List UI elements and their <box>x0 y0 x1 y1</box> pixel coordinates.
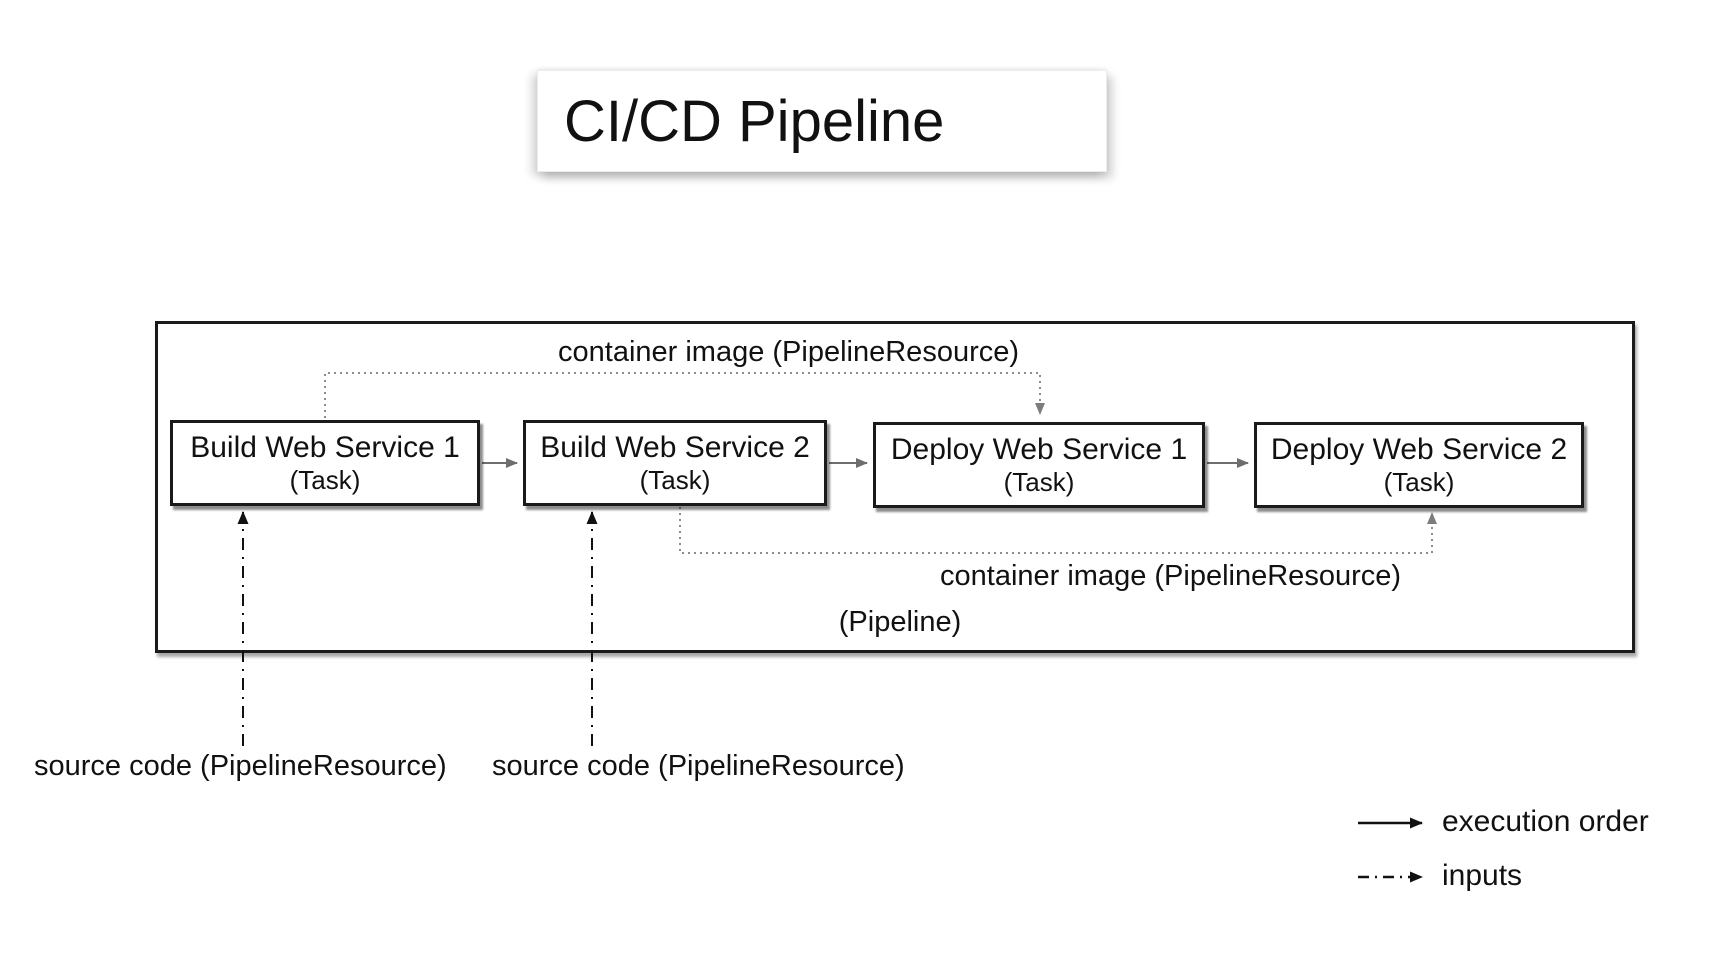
container-image-arrow-bottom <box>679 507 1437 554</box>
pipeline-label: (Pipeline) <box>838 606 962 638</box>
source-code-label-2: source code (PipelineResource) <box>492 750 905 782</box>
task-node-build-web-service-2: Build Web Service 2 (Task) <box>523 420 827 506</box>
task-name: Deploy Web Service 2 <box>1270 433 1568 466</box>
legend-label-inputs: inputs <box>1442 859 1523 892</box>
legend-label-execution-order: execution order <box>1442 805 1649 838</box>
task-type: (Task) <box>639 465 711 495</box>
task-name: Build Web Service 1 <box>190 431 460 464</box>
container-image-arrow-top <box>324 372 1045 418</box>
container-image-label-bottom: container image (PipelineResource) <box>940 560 1402 592</box>
task-type: (Task) <box>1003 467 1075 497</box>
task-node-build-web-service-1: Build Web Service 1 (Task) <box>170 420 480 506</box>
solid-arrow-icon <box>1358 817 1423 829</box>
task-name: Deploy Web Service 1 <box>890 433 1188 466</box>
source-code-label-1: source code (PipelineResource) <box>34 750 447 782</box>
container-image-label-top: container image (PipelineResource) <box>558 336 1020 368</box>
task-name: Build Web Service 2 <box>540 431 810 464</box>
task-node-deploy-web-service-1: Deploy Web Service 1 (Task) <box>873 422 1205 508</box>
task-type: (Task) <box>1383 467 1455 497</box>
task-node-deploy-web-service-2: Deploy Web Service 2 (Task) <box>1254 422 1584 508</box>
diagram-title-box: CI/CD Pipeline <box>537 70 1107 172</box>
task-type: (Task) <box>289 465 361 495</box>
diagram-title: CI/CD Pipeline <box>564 88 945 154</box>
dash-dot-arrow-icon <box>1358 871 1423 883</box>
